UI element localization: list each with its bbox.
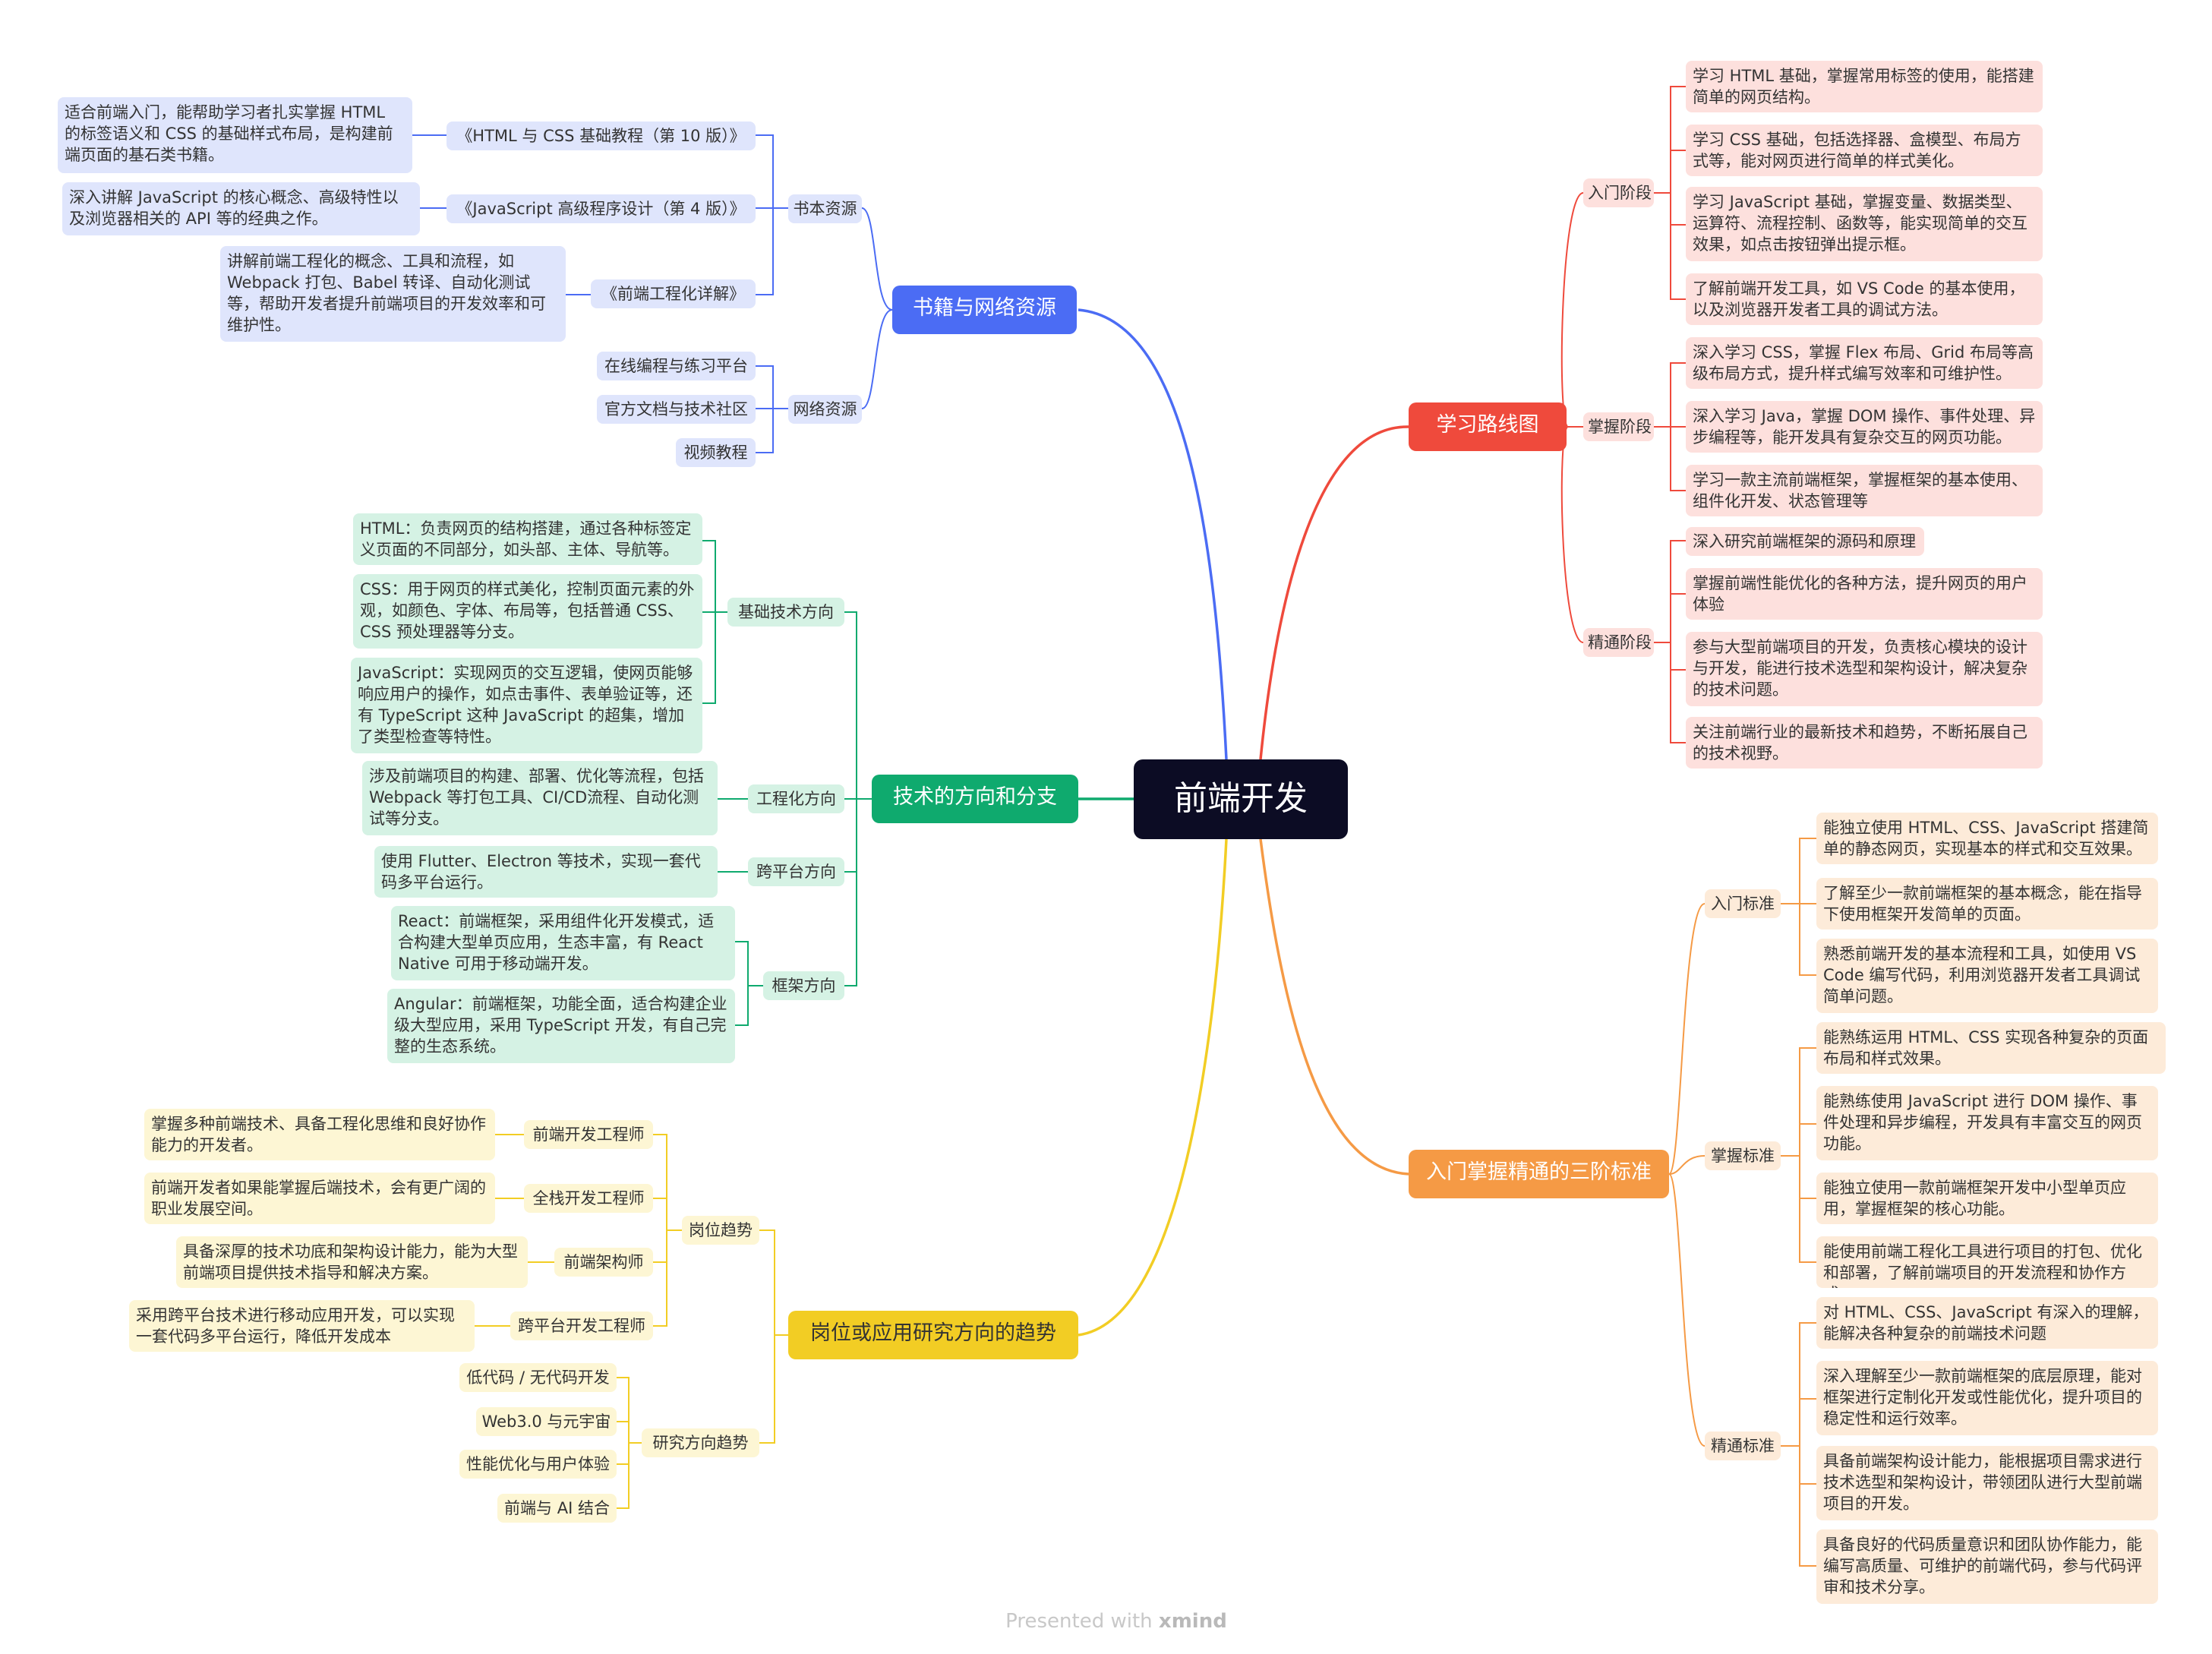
- route-item: 学习 HTML 基础，掌握常用标签的使用，能搭建简单的网页结构。: [1686, 61, 2043, 112]
- route-stage[interactable]: 精通阶段: [1583, 628, 1654, 657]
- research-item[interactable]: 低代码 / 无代码开发: [459, 1363, 617, 1392]
- book-desc: 讲解前端工程化的概念、工具和流程，如 Webpack 打包、Babel 转译、自…: [220, 246, 566, 342]
- tech-group[interactable]: 框架方向: [763, 971, 844, 1000]
- net-item[interactable]: 官方文档与技术社区: [597, 395, 756, 424]
- book-title[interactable]: 《JavaScript 高级程序设计（第 4 版）》: [447, 194, 756, 223]
- standard-item: 熟悉前端开发的基本流程和工具，如使用 VS Code 编写代码，利用浏览器开发者…: [1816, 939, 2158, 1013]
- standard-item: 能独立使用 HTML、CSS、JavaScript 搭建简单的静态网页，实现基本…: [1816, 813, 2158, 864]
- root-topic[interactable]: 前端开发: [1134, 759, 1348, 839]
- job-desc: 掌握多种前端技术、具备工程化思维和良好协作能力的开发者。: [144, 1109, 495, 1160]
- net-item[interactable]: 在线编程与练习平台: [597, 352, 756, 380]
- standard-item: 能熟练运用 HTML、CSS 实现各种复杂的页面布局和样式效果。: [1816, 1022, 2166, 1074]
- route-item: 关注前端行业的最新技术和趋势，不断拓展自己的技术视野。: [1686, 717, 2043, 769]
- job-desc: 采用跨平台技术进行移动应用开发，可以实现一套代码多平台运行，降低开发成本: [129, 1300, 475, 1352]
- research-item[interactable]: Web3.0 与元宇宙: [476, 1407, 617, 1436]
- route-item: 深入研究前端框架的源码和原理: [1686, 527, 1924, 556]
- book-title[interactable]: 《HTML 与 CSS 基础教程（第 10 版）》: [447, 122, 756, 150]
- tech-item: 使用 Flutter、Electron 等技术，实现一套代码多平台运行。: [374, 846, 718, 898]
- research-group[interactable]: 研究方向趋势: [642, 1428, 759, 1457]
- book-title[interactable]: 《前端工程化详解》: [591, 279, 756, 308]
- standard-item: 能使用前端工程化工具进行项目的打包、优化和部署，了解前端项目的开发流程和协作方式…: [1816, 1236, 2158, 1288]
- standard-group[interactable]: 精通标准: [1705, 1431, 1781, 1460]
- standard-group[interactable]: 入门标准: [1705, 889, 1781, 918]
- route-item: 学习 JavaScript 基础，掌握变量、数据类型、运算符、流程控制、函数等，…: [1686, 187, 2043, 261]
- route-stage[interactable]: 掌握阶段: [1583, 412, 1654, 441]
- route-item: 深入学习 Java，掌握 DOM 操作、事件处理、异步编程等，能开发具有复杂交互…: [1686, 401, 2043, 453]
- footer-text: Presented with: [1005, 1610, 1153, 1633]
- book-desc: 适合前端入门，能帮助学习者扎实掌握 HTML 的标签语义和 CSS 的基础样式布…: [58, 97, 412, 173]
- branch-trend[interactable]: 岗位或应用研究方向的趋势: [788, 1311, 1078, 1359]
- standard-item: 能独立使用一款前端框架开发中小型单页应用，掌握框架的核心功能。: [1816, 1173, 2158, 1224]
- route-item: 掌握前端性能优化的各种方法，提升网页的用户体验: [1686, 568, 2043, 620]
- job-title[interactable]: 前端开发工程师: [524, 1120, 653, 1149]
- standard-item: 具备良好的代码质量意识和团队协作能力，能编写高质量、可维护的前端代码，参与代码评…: [1816, 1529, 2158, 1604]
- route-item: 深入学习 CSS，掌握 Flex 布局、Grid 布局等高级布局方式，提升样式编…: [1686, 337, 2043, 389]
- standard-group[interactable]: 掌握标准: [1705, 1141, 1781, 1170]
- branch-standards[interactable]: 入门掌握精通的三阶标准: [1409, 1150, 1669, 1198]
- job-desc: 具备深厚的技术功底和架构设计能力，能为大型前端项目提供技术指导和解决方案。: [176, 1236, 528, 1288]
- route-item: 学习 CSS 基础，包括选择器、盒模型、布局方式等，能对网页进行简单的样式美化。: [1686, 125, 2043, 176]
- tech-item: HTML：负责网页的结构搭建，通过各种标签定义页面的不同部分，如头部、主体、导航…: [353, 513, 702, 565]
- branch-books[interactable]: 书籍与网络资源: [892, 286, 1077, 334]
- footer-brand: xmind: [1158, 1610, 1227, 1633]
- tech-group[interactable]: 跨平台方向: [748, 857, 844, 886]
- standard-item: 对 HTML、CSS、JavaScript 有深入的理解，能解决各种复杂的前端技…: [1816, 1297, 2158, 1349]
- branch-route[interactable]: 学习路线图: [1409, 402, 1567, 451]
- standard-item: 了解至少一款前端框架的基本概念，能在指导下使用框架开发简单的页面。: [1816, 878, 2158, 930]
- job-desc: 前端开发者如果能掌握后端技术，会有更广阔的职业发展空间。: [144, 1173, 495, 1224]
- tech-group[interactable]: 工程化方向: [748, 784, 844, 813]
- route-item: 了解前端开发工具，如 VS Code 的基本使用，以及浏览器开发者工具的调试方法…: [1686, 273, 2043, 325]
- research-item[interactable]: 性能优化与用户体验: [459, 1450, 617, 1479]
- tech-item: JavaScript：实现网页的交互逻辑，使网页能够响应用户的操作，如点击事件、…: [351, 658, 702, 753]
- job-group[interactable]: 岗位趋势: [682, 1216, 759, 1245]
- tech-item: React：前端框架，采用组件化开发模式，适合构建大型单页应用，生态丰富，有 R…: [391, 906, 735, 980]
- footer-watermark: Presented with xmind: [1002, 1610, 1230, 1633]
- tech-item: Angular：前端框架，功能全面，适合构建企业级大型应用，采用 TypeScr…: [387, 989, 735, 1063]
- standard-item: 具备前端架构设计能力，能根据项目需求进行技术选型和架构设计，带领团队进行大型前端…: [1816, 1446, 2158, 1520]
- route-item: 参与大型前端项目的开发，负责核心模块的设计与开发，能进行技术选型和架构设计，解决…: [1686, 632, 2043, 706]
- research-item[interactable]: 前端与 AI 结合: [497, 1494, 617, 1523]
- tech-item: CSS：用于网页的样式美化，控制页面元素的外观，如颜色、字体、布局等，包括普通 …: [353, 574, 702, 649]
- tech-group[interactable]: 基础技术方向: [727, 598, 844, 627]
- route-stage[interactable]: 入门阶段: [1583, 178, 1654, 207]
- tech-item: 涉及前端项目的构建、部署、优化等流程，包括 Webpack 等打包工具、CI/C…: [362, 761, 718, 835]
- standard-item: 能熟练使用 JavaScript 进行 DOM 操作、事件处理和异步编程，开发具…: [1816, 1086, 2158, 1160]
- route-item: 学习一款主流前端框架，掌握框架的基本使用、组件化开发、状态管理等: [1686, 465, 2043, 516]
- standard-item: 深入理解至少一款前端框架的底层原理，能对框架进行定制化开发或性能优化，提升项目的…: [1816, 1361, 2158, 1435]
- job-title[interactable]: 全栈开发工程师: [524, 1184, 653, 1213]
- job-title[interactable]: 前端架构师: [554, 1248, 653, 1277]
- book-group[interactable]: 书本资源: [788, 194, 862, 223]
- branch-tech[interactable]: 技术的方向和分支: [872, 775, 1078, 823]
- job-title[interactable]: 跨平台开发工程师: [510, 1312, 653, 1340]
- book-desc: 深入讲解 JavaScript 的核心概念、高级特性以及浏览器相关的 API 等…: [62, 182, 420, 235]
- net-item[interactable]: 视频教程: [676, 438, 756, 467]
- net-group[interactable]: 网络资源: [788, 395, 862, 424]
